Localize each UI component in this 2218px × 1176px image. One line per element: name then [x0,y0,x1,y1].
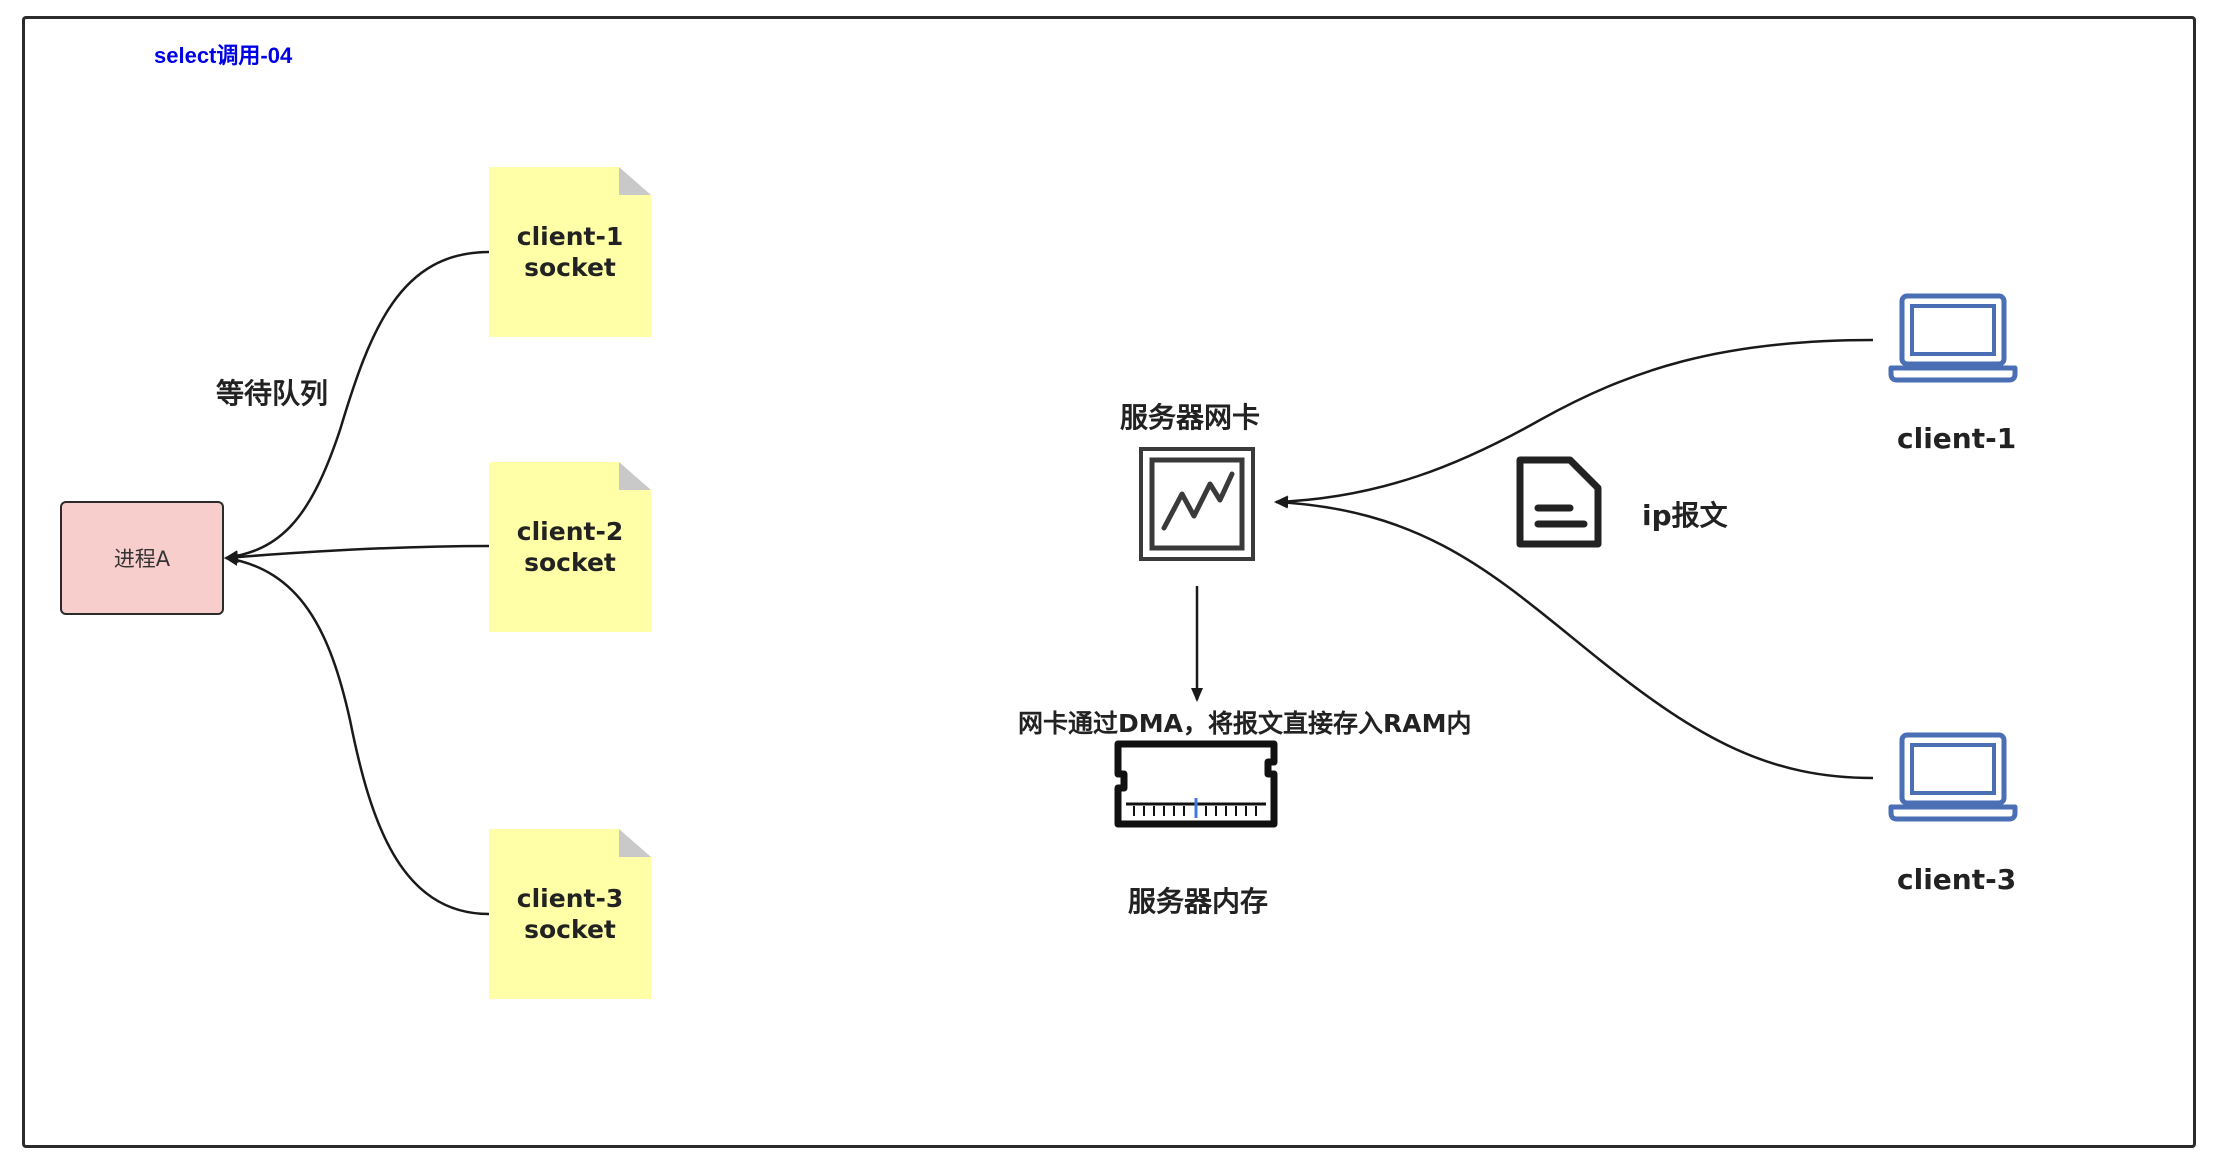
socket-note-client-1-line1: client-1 [516,222,624,251]
document-icon [1516,456,1602,548]
socket-note-client-3-line1: client-3 [516,884,624,913]
laptop-icon-client-1 [1888,293,2018,383]
edge-client3-to-nic [1274,496,1874,780]
socket-note-client-3: client-3 socket [489,829,651,999]
laptop-icon-client-3 [1888,732,2018,822]
dma-label: 网卡通过DMA，将报文直接存入RAM内 [1018,709,1472,738]
ram-module-icon [1114,740,1278,828]
socket-note-client-1: client-1 socket [489,167,651,337]
socket-note-client-2: client-2 socket [489,462,651,632]
edge-socket1-to-process [224,250,490,563]
diagram-frame [22,16,2196,1148]
wait-queue-label: 等待队列 [216,377,329,410]
process-a-node: 进程A [60,501,224,615]
socket-note-client-2-line2: socket [524,548,616,577]
socket-note-client-3-line2: socket [524,915,616,944]
nic-label: 服务器网卡 [1120,401,1261,434]
edge-socket3-to-process [224,554,490,916]
client-1-label: client-1 [1897,422,2017,455]
socket-note-client-1-line2: socket [524,253,616,282]
socket-note-client-2-line1: client-2 [516,517,624,546]
nic-monitor-icon [1139,447,1255,561]
edge-socket2-to-process [224,544,490,564]
process-a-label: 进程A [113,547,171,571]
diagram-title: select调用-04 [154,43,293,68]
ram-label: 服务器内存 [1128,885,1269,918]
ip-packet-label: ip报文 [1642,499,1728,532]
edge-client1-to-nic [1274,338,1874,508]
client-3-label: client-3 [1897,863,2017,896]
